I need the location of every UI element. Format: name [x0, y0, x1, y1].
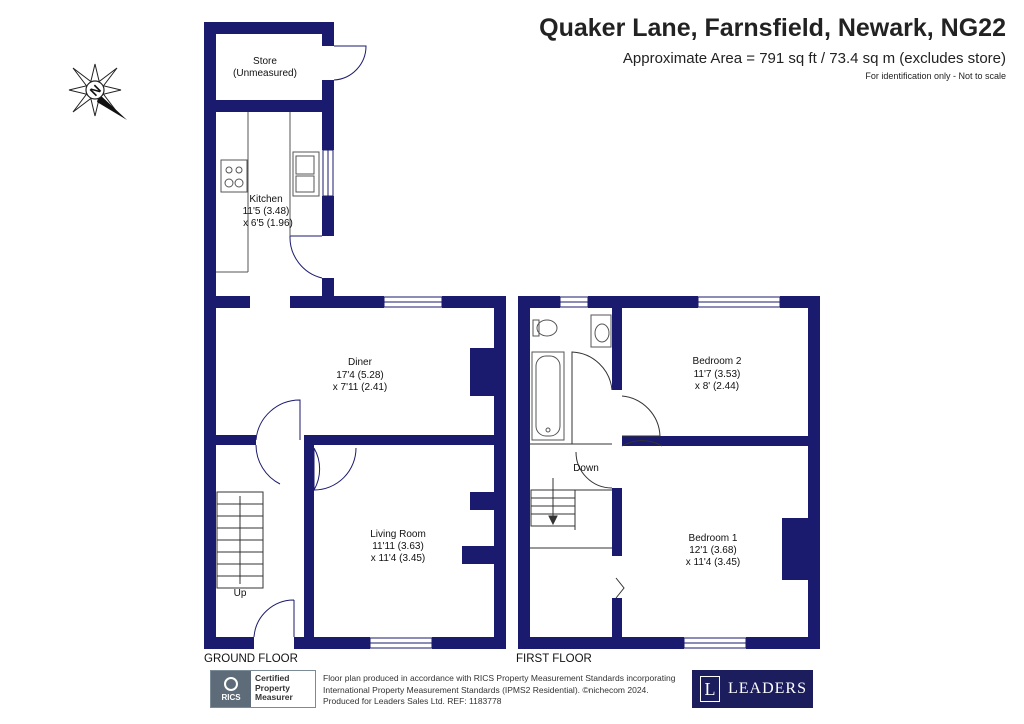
store-name: Store [253, 56, 277, 67]
diner-name: Diner [348, 357, 373, 368]
ground-floor-windows [322, 149, 443, 649]
bedroom2-dim1: 11'7 (3.53) [694, 369, 741, 380]
stairs-down-label: Down [573, 463, 599, 474]
living-room-dim2: x 11'4 (3.45) [371, 553, 426, 564]
first-floor-interior [530, 351, 663, 599]
rics-logo-text: RICS [221, 692, 241, 702]
bedroom1-dim1: 12'1 (3.68) [689, 545, 737, 556]
footer-line2: International Property Measurement Stand… [323, 684, 649, 695]
leaders-logo: L LEADERS [692, 670, 813, 708]
rics-line1: Certified [255, 673, 290, 683]
kitchen-dim2: x 6'5 (1.96) [243, 218, 293, 229]
footer-line1: Floor plan produced in accordance with R… [323, 673, 676, 683]
living-room-dim1: 11'11 (3.63) [372, 541, 424, 552]
leaders-initial: L [700, 676, 720, 702]
footer-disclaimer: Floor plan produced in accordance with R… [323, 673, 703, 708]
compass-icon: N [68, 63, 127, 120]
living-room-name: Living Room [370, 529, 426, 540]
approximate-area: Approximate Area = 791 sq ft / 73.4 sq m… [622, 50, 1006, 67]
diner-dim1: 17'4 (5.28) [336, 370, 384, 381]
rics-emblem-icon [224, 676, 238, 691]
kitchen-fixtures [216, 112, 320, 273]
bedroom1-name: Bedroom 1 [689, 533, 738, 544]
kitchen-dim1: 11'5 (3.48) [243, 206, 290, 217]
rics-badge: RICS Certified Property Measurer [210, 670, 316, 708]
rics-line3: Measurer [255, 692, 293, 702]
store-size: (Unmeasured) [233, 68, 297, 79]
first-floor-label: FIRST FLOOR [516, 653, 592, 665]
kitchen-name: Kitchen [249, 194, 282, 205]
rics-line2: Property [255, 682, 290, 693]
first-floor-walls [518, 296, 820, 649]
leaders-name: LEADERS [728, 680, 807, 697]
ground-floor-doors [253, 45, 367, 638]
bathroom-fixtures [531, 314, 612, 441]
ground-floor-walls [204, 22, 506, 649]
rics-logo: RICS [211, 671, 251, 707]
ground-floor-label: GROUND FLOOR [204, 653, 298, 665]
bedroom2-name: Bedroom 2 [693, 356, 742, 367]
first-floor-stairs [530, 478, 576, 527]
page-title: Quaker Lane, Farnsfield, Newark, NG22 [539, 14, 1006, 42]
bedroom1-dim2: x 11'4 (3.45) [686, 557, 741, 568]
bedroom2-dim2: x 8' (2.44) [695, 381, 739, 392]
ground-floor-stairs [216, 491, 264, 589]
diner-dim2: x 7'11 (2.41) [333, 382, 388, 393]
footer-line3: Produced for Leaders Sales Ltd. REF: 118… [323, 696, 502, 706]
identification-note: For identification only - Not to scale [865, 71, 1006, 81]
stairs-up-label: Up [234, 588, 247, 599]
first-floor-windows [559, 296, 781, 649]
